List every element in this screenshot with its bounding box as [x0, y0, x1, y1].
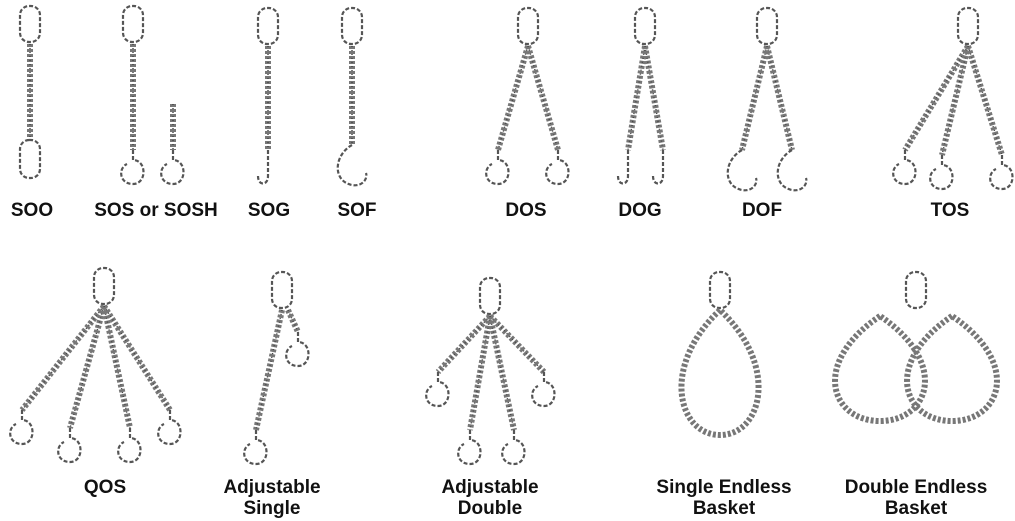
label-sog: SOG	[248, 200, 290, 221]
label-adjustable-double-line2: Double	[441, 498, 538, 519]
sog-sling-icon	[258, 8, 278, 184]
label-sos-or-sosh: SOS or SOSH	[94, 200, 218, 221]
dog-sling-icon	[618, 8, 663, 184]
label-single-endless-basket-line1: Single Endless	[656, 477, 791, 498]
dof-sling-icon	[728, 8, 807, 190]
label-dos: DOS	[505, 200, 546, 221]
label-single-endless-basket: Single Endless Basket	[656, 477, 791, 519]
label-adjustable-single-line2: Single	[223, 498, 320, 519]
label-dog: DOG	[618, 200, 661, 221]
sos-sling-icon	[121, 6, 183, 184]
label-tos: TOS	[931, 200, 970, 221]
qos-sling-icon	[10, 268, 180, 462]
label-adjustable-single: Adjustable Single	[223, 477, 320, 519]
label-double-endless-basket-line1: Double Endless	[845, 477, 988, 498]
adjustable-double-sling-icon	[426, 278, 554, 464]
label-soo: SOO	[11, 200, 53, 221]
soo-sling-icon	[20, 6, 40, 178]
label-adjustable-single-line1: Adjustable	[223, 477, 320, 498]
label-qos: QOS	[84, 477, 126, 498]
tos-sling-icon	[893, 8, 1012, 189]
label-dof: DOF	[742, 200, 782, 221]
single-endless-basket-icon	[681, 272, 758, 435]
adjustable-single-sling-icon	[244, 272, 308, 464]
label-sof: SOF	[337, 200, 376, 221]
double-endless-basket-icon	[835, 272, 997, 421]
label-adjustable-double-line1: Adjustable	[441, 477, 538, 498]
label-double-endless-basket: Double Endless Basket	[845, 477, 988, 519]
dos-sling-icon	[486, 8, 568, 184]
label-adjustable-double: Adjustable Double	[441, 477, 538, 519]
label-double-endless-basket-line2: Basket	[845, 498, 988, 519]
label-single-endless-basket-line2: Basket	[656, 498, 791, 519]
sof-sling-icon	[338, 8, 367, 185]
